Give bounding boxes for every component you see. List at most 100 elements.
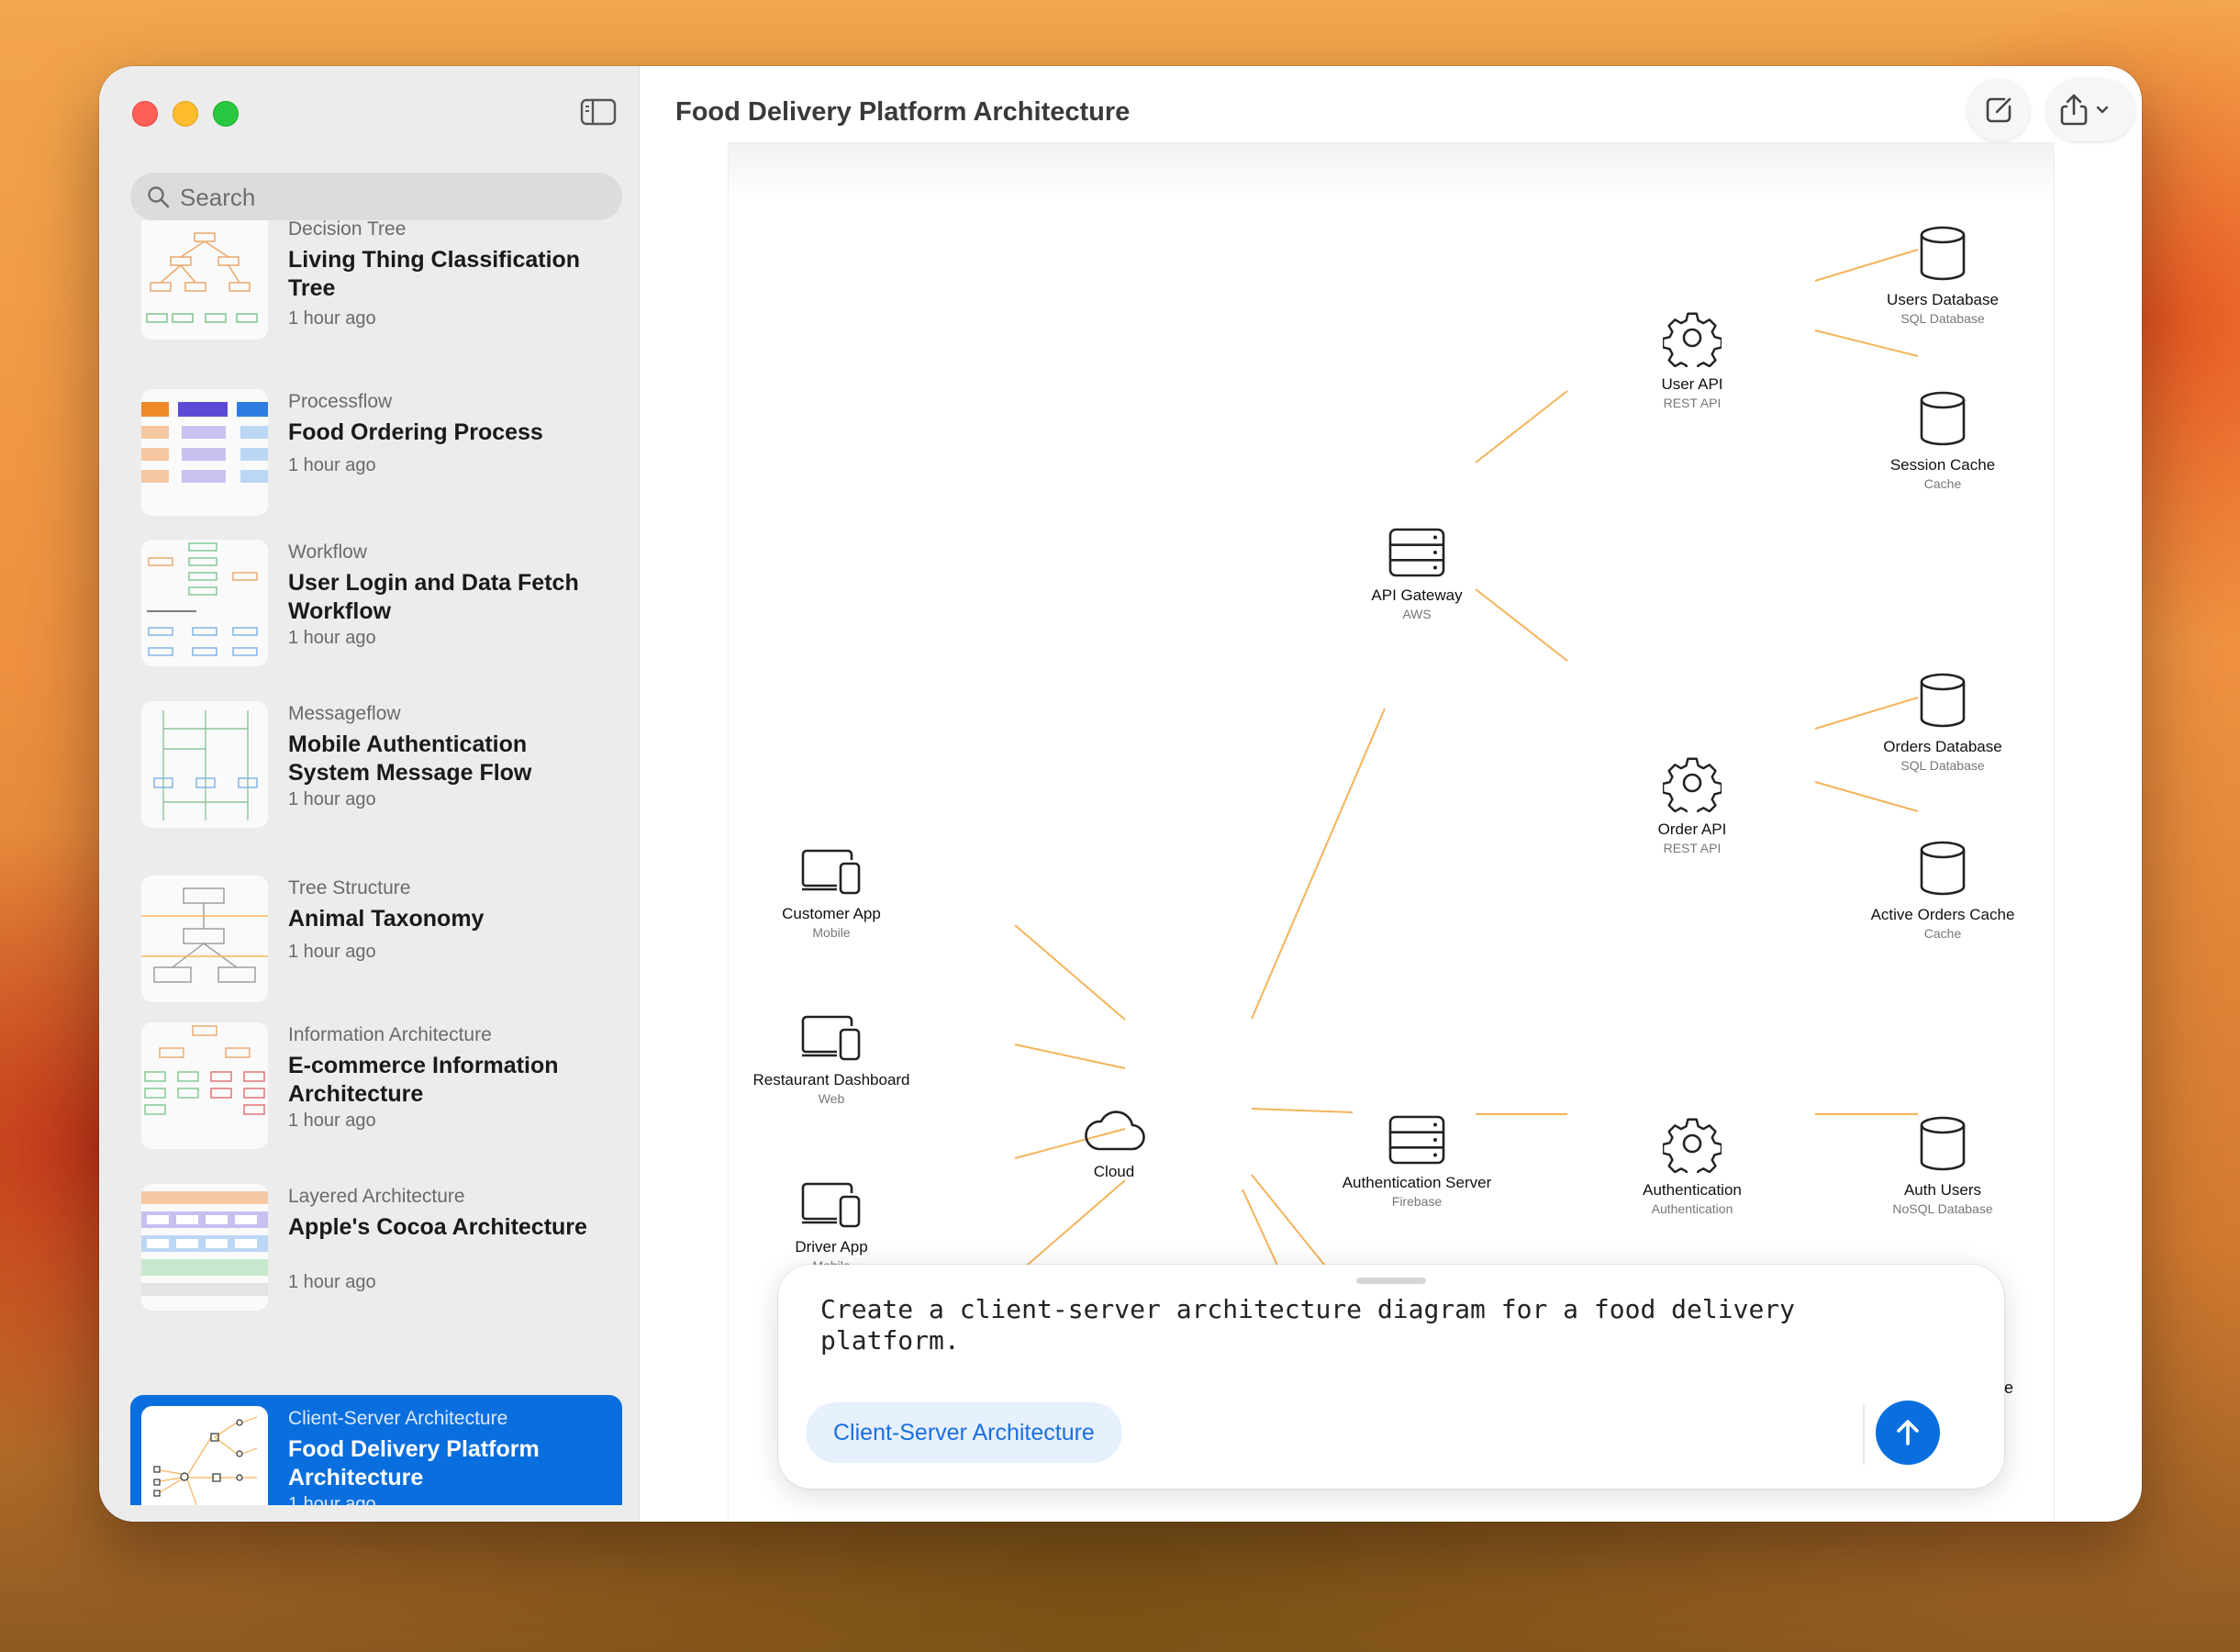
node-sublabel: NoSQL Database [1892, 1201, 1993, 1216]
share-icon [2060, 94, 2109, 126]
prompt-text[interactable]: Create a client-server architecture diag… [820, 1294, 1796, 1356]
node-sublabel: Mobile [812, 925, 851, 940]
prompt-composer: Create a client-server architecture diag… [778, 1265, 2004, 1489]
node-sublabel: REST API [1663, 841, 1722, 855]
close-window-button[interactable] [132, 101, 158, 127]
gear-icon [1591, 753, 1793, 812]
node-label: Orders Database [1883, 738, 2002, 755]
node-cloud[interactable]: Cloud [1013, 1107, 1215, 1181]
search-field[interactable]: Search [130, 173, 622, 220]
arrow-up-icon [1897, 1420, 1919, 1446]
item-type: Layered Architecture [288, 1186, 465, 1207]
node-label: Restaurant Dashboard [752, 1071, 910, 1088]
connector-line [1814, 697, 1919, 730]
sidebar: Search Decision Tree Living Thing Classi… [99, 66, 640, 1522]
node-label: Session Cache [1889, 456, 1996, 474]
connector-line [1251, 708, 1386, 1020]
node-sublabel: SQL Database [1900, 311, 1985, 326]
connector-line [1814, 249, 1919, 282]
list-item[interactable]: Processflow Food Ordering Process 1 hour… [130, 378, 622, 527]
item-time: 1 hour ago [288, 628, 376, 648]
gear-icon [1591, 308, 1793, 367]
item-time: 1 hour ago [288, 1272, 376, 1292]
node-order-api[interactable]: Order API REST API [1591, 753, 1793, 855]
item-time: 1 hour ago [288, 455, 376, 475]
thumbnail-processflow [141, 389, 268, 516]
app-window: Search Decision Tree Living Thing Classi… [99, 66, 2142, 1522]
list-item[interactable]: Layered Architecture Apple's Cocoa Archi… [130, 1173, 622, 1334]
compose-icon [1986, 97, 2012, 123]
item-type: Messageflow [288, 703, 401, 724]
node-sublabel: AWS [1402, 607, 1432, 621]
database-icon [1842, 224, 2044, 283]
item-title: User Login and Data Fetch Workflow [288, 570, 579, 624]
list-item-selected[interactable]: Client-Server Architecture Food Delivery… [130, 1395, 622, 1505]
connector-line [1814, 781, 1919, 812]
list-item[interactable]: Workflow User Login and Data Fetch Workf… [130, 529, 622, 690]
thumbnail-workflow [141, 540, 268, 666]
item-type: Information Architecture [288, 1024, 492, 1045]
item-type: Client-Server Architecture [288, 1408, 508, 1429]
item-type: Decision Tree [288, 220, 407, 240]
database-icon [1842, 389, 2044, 448]
devices-icon [730, 845, 932, 897]
list-item[interactable]: Messageflow Mobile Authentication System… [130, 690, 622, 852]
item-type: Processflow [288, 391, 393, 412]
node-label: Order API [1657, 820, 1727, 838]
list-item[interactable]: Information Architecture E-commerce Info… [130, 1011, 622, 1173]
share-button[interactable] [2046, 79, 2134, 141]
item-title: Animal Taxonomy [288, 906, 485, 932]
zoom-window-button[interactable] [213, 101, 239, 127]
node-label: API Gateway [1371, 586, 1463, 604]
gear-icon [1591, 1114, 1793, 1173]
sidebar-toggle-icon[interactable] [580, 97, 617, 127]
database-icon [1842, 839, 2044, 898]
item-title: E-commerce Information Architecture [288, 1053, 559, 1107]
node-user-api[interactable]: User API REST API [1591, 308, 1793, 410]
item-type: Workflow [288, 541, 367, 563]
minimize-window-button[interactable] [173, 101, 198, 127]
connector-line [1475, 390, 1568, 463]
item-title: Apple's Cocoa Architecture [288, 1214, 587, 1240]
item-time: 1 hour ago [288, 789, 376, 809]
connector-line [1814, 329, 1919, 357]
node-sublabel: Cache [1923, 926, 1962, 941]
thumbnail-layered-architecture [141, 1184, 268, 1311]
node-label: Auth Users [1903, 1181, 1982, 1199]
send-button[interactable] [1876, 1401, 1940, 1465]
devices-icon [730, 1178, 932, 1230]
database-icon [1842, 671, 2044, 730]
list-item[interactable]: Tree Structure Animal Taxonomy 1 hour ag… [130, 865, 622, 1013]
connector-line [1014, 1179, 1126, 1277]
node-sublabel: REST API [1663, 396, 1722, 410]
node-label: Driver App [795, 1238, 868, 1256]
drag-handle[interactable] [1356, 1278, 1426, 1284]
item-time: 1 hour ago [288, 1494, 376, 1505]
list-item[interactable]: Decision Tree Living Thing Classificatio… [130, 220, 622, 365]
item-title: Mobile Authentication System Message Flo… [288, 731, 532, 786]
thumbnail-messageflow [141, 701, 268, 828]
node-sublabel: Web [818, 1091, 845, 1106]
item-title: Food Delivery Platform Architecture [288, 1436, 540, 1490]
connector-line [1251, 1108, 1354, 1113]
connector-line [1014, 924, 1126, 1021]
node-label: Active Orders Cache [1870, 906, 2015, 923]
connector-line [1475, 588, 1568, 662]
diagram-type-chip[interactable]: Client-Server Architecture [806, 1402, 1122, 1463]
node-label: User API [1661, 375, 1723, 393]
node-label: Customer App [782, 905, 881, 922]
item-title: Living Thing Classification Tree [288, 247, 581, 301]
document-list: Decision Tree Living Thing Classificatio… [130, 220, 622, 1505]
compose-button[interactable] [1967, 79, 2030, 141]
